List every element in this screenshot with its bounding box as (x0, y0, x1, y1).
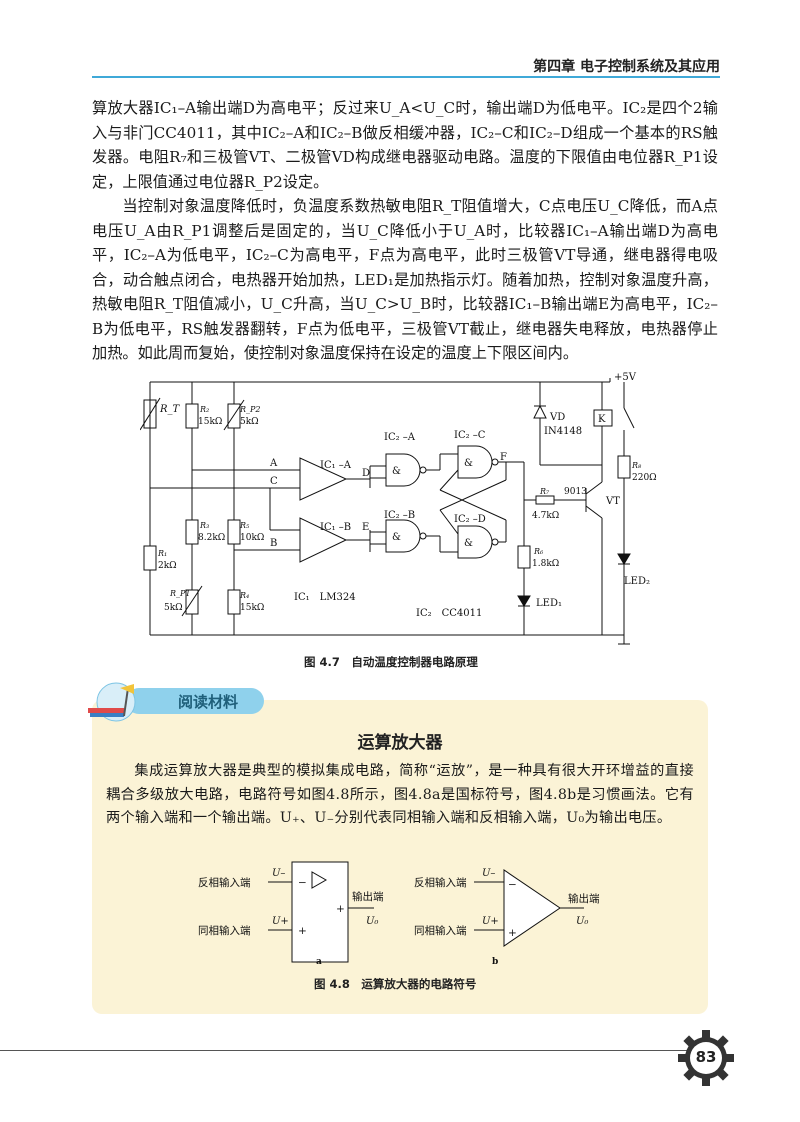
label-rp2-value: 5kΩ (240, 417, 259, 427)
label-transistor: 9013 (564, 487, 587, 497)
fig48b-inv-label: 反相输入端 (414, 876, 467, 889)
figure-4-8-caption: 图 4.8 运算放大器的电路符号 (314, 977, 477, 991)
page-number-badge: 83 (678, 1030, 734, 1086)
gate-symbol-c: & (464, 458, 473, 469)
gear-icon (678, 1030, 734, 1086)
fig48a-u-out: U₀ (366, 916, 378, 927)
label-rp2: R_P2 (239, 405, 261, 414)
bottom-rule (0, 1050, 704, 1051)
label-ic1a: IC₁ –A (320, 460, 352, 471)
label-ic1-part: IC₁ LM324 (294, 592, 356, 603)
node-d: D (362, 468, 370, 479)
label-led1: LED₁ (536, 598, 562, 609)
gate-symbol-a: & (392, 466, 401, 477)
label-r2: R₂ (199, 405, 209, 414)
fig48a-minus-sign: − (298, 877, 307, 889)
label-relay: K (598, 414, 606, 425)
fig48a-plus-sign: + (298, 925, 307, 937)
label-ic2a: IC₂ –A (384, 432, 416, 443)
label-vcc: +5V (614, 372, 637, 383)
reading-title: 运算放大器 (357, 733, 443, 753)
label-r6: R₆ (533, 547, 544, 556)
fig48b-plus-sign: + (508, 927, 517, 939)
circuit-diagram: +5V R_T R₂ 15kΩ R_P2 5kΩ R₃ 8.2kΩ R₅ 10k… (140, 372, 657, 645)
reading-paragraph: 集成运算放大器是典型的模拟集成电路，简称“运放”，是一种具有很大开环增益的直接耦… (106, 763, 694, 826)
paragraph-2: 当控制对象温度降低时，负温度系数热敏电阻R_T阻值增大，C点电压U_C降低，而A… (92, 197, 718, 362)
node-c: C (270, 476, 278, 487)
reading-band: 阅读材料 (78, 682, 268, 722)
label-led2: LED₂ (624, 576, 650, 587)
label-rp1: R_P1 (169, 589, 191, 598)
fig48a-noninv-label: 同相输入端 (198, 924, 251, 937)
label-r1: R₁ (157, 549, 167, 558)
label-vd-part: IN4148 (544, 426, 582, 437)
label-r5-value: 10kΩ (240, 533, 264, 543)
label-ic2d: IC₂ –D (454, 514, 486, 525)
label-r8-value: 220Ω (632, 473, 657, 483)
fig48a-letter: a (316, 957, 322, 967)
fig48a-out-label: 输出端 (352, 890, 384, 903)
label-r4: R₄ (239, 591, 249, 600)
reading-badge: 阅读材料 (126, 688, 264, 714)
label-ic1b: IC₁ –B (320, 522, 351, 533)
label-r3: R₃ (199, 521, 209, 530)
label-r7-value: 4.7kΩ (532, 511, 559, 521)
gate-symbol-b: & (392, 532, 401, 543)
label-r3-value: 8.2kΩ (198, 533, 225, 543)
label-vt: VT (605, 496, 620, 507)
figure-4-7-caption: 图 4.7 自动温度控制器电路原理 (304, 655, 478, 669)
label-ic2b: IC₂ –B (384, 510, 415, 521)
label-r6-value: 1.8kΩ (532, 559, 559, 569)
opamp-symbols: 反相输入端 同相输入端 U– U+ − + + 输出端 U₀ a 反相输入端 同… (198, 861, 600, 967)
book-lamp-icon (88, 682, 136, 722)
node-b: B (270, 538, 277, 549)
fig48a-u-minus: U– (272, 868, 285, 879)
fig48b-letter: b (492, 957, 498, 967)
label-ic2c: IC₂ –C (454, 430, 486, 441)
label-rp1-value: 5kΩ (164, 603, 183, 613)
gate-symbol-d: & (464, 538, 473, 549)
fig48b-out-label: 输出端 (568, 892, 600, 905)
fig48b-minus-sign: − (508, 879, 517, 891)
label-r1-value: 2kΩ (158, 561, 177, 571)
label-r8: R₈ (631, 461, 642, 470)
fig48b-u-plus: U+ (482, 916, 499, 927)
reading-box: 运算放大器 集成运算放大器是典型的模拟集成电路，简称“运放”，是一种具有很大开环… (92, 700, 708, 1014)
label-ic2-part: IC₂ CC4011 (416, 608, 482, 619)
chapter-title: 第四章 电子控制系统及其应用 (533, 59, 720, 75)
node-e: E (362, 522, 369, 533)
body-text: 算放大器IC₁–A输出端D为高电平；反过来U_A<U_C时，输出端D为低电平。I… (92, 96, 718, 366)
reading-text: 集成运算放大器是典型的模拟集成电路，简称“运放”，是一种具有很大开环增益的直接耦… (106, 760, 694, 831)
label-rt: R_T (159, 404, 181, 415)
node-a: A (269, 458, 278, 469)
fig48b-u-minus: U– (482, 868, 495, 879)
header-rule (92, 76, 720, 78)
label-r7: R₇ (539, 487, 550, 496)
fig48a-inv-label: 反相输入端 (198, 876, 251, 889)
label-r4-value: 15kΩ (240, 603, 264, 613)
page-number: 83 (695, 1048, 717, 1066)
label-vd: VD (549, 412, 565, 423)
paragraph-1: 算放大器IC₁–A输出端D为高电平；反过来U_A<U_C时，输出端D为低电平。I… (92, 99, 718, 191)
fig48a-u-plus: U+ (272, 916, 289, 927)
fig48b-u-out: U₀ (576, 916, 588, 927)
label-r5: R₅ (239, 521, 250, 530)
fig48a-out-plus-sign: + (336, 903, 345, 915)
label-r2-value: 15kΩ (198, 417, 222, 427)
node-f: F (500, 452, 507, 463)
fig48b-noninv-label: 同相输入端 (414, 924, 467, 937)
